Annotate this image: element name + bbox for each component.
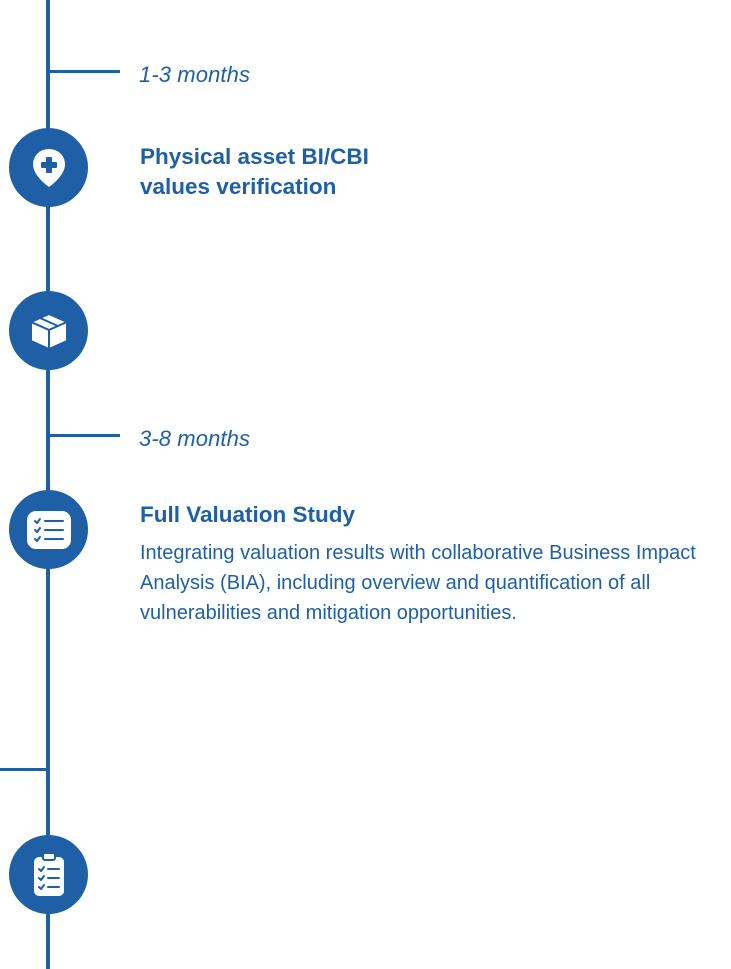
step-node-4 <box>9 835 88 914</box>
checklist-icon <box>26 510 71 549</box>
period-label-2: 3-8 months <box>139 426 251 451</box>
step-title-1: Physical asset BI/CBI values verificatio… <box>140 142 560 202</box>
step-node-2 <box>9 291 88 370</box>
step-node-1 <box>9 128 88 207</box>
clipboard-icon <box>33 851 64 896</box>
box-icon <box>29 312 68 350</box>
step-description-3: Integrating valuation results with colla… <box>140 542 696 624</box>
step-title-3: Full Valuation Study <box>140 502 356 527</box>
step-title-1-line-2: values verification <box>140 174 337 199</box>
location-plus-icon <box>32 148 65 187</box>
period-tick-2 <box>50 434 120 437</box>
period-tick-1 <box>50 70 120 73</box>
section-tick <box>0 768 46 771</box>
timeline-line <box>46 0 50 969</box>
period-label-1: 1-3 months <box>139 62 251 87</box>
step-title-1-line-1: Physical asset BI/CBI <box>140 144 369 169</box>
step-node-3 <box>9 490 88 569</box>
